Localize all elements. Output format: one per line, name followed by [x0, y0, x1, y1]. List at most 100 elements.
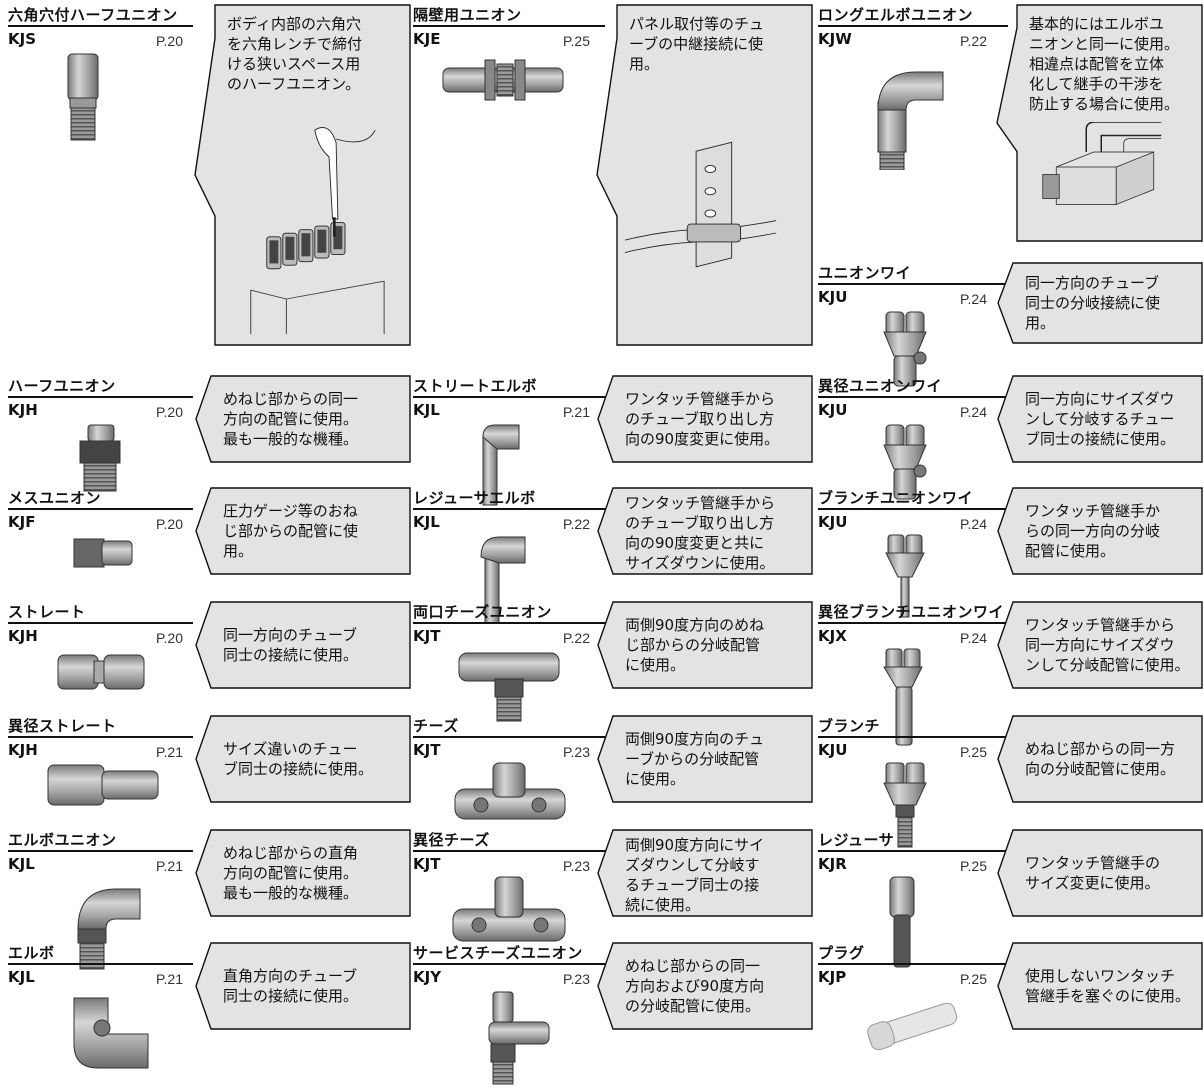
page-reference-link[interactable]: P.22 [563, 516, 590, 532]
product-code: KJL [8, 968, 35, 986]
title-rule [413, 622, 605, 624]
page-reference-link[interactable]: P.21 [156, 971, 183, 987]
product-image [838, 988, 978, 1072]
usage-illustration [1025, 121, 1185, 216]
product-code: KJH [8, 741, 38, 759]
product-title: 異径ユニオンワイ [818, 377, 943, 395]
description-text: 同一方向のチューブ同士の分岐接続に使用。 [1025, 273, 1160, 333]
description-line: ーブからの分岐配管 [625, 750, 760, 768]
page-reference-link[interactable]: P.24 [960, 516, 987, 532]
description-line: ニオンと同一に使用。 [1029, 35, 1180, 53]
description-callout: ワンタッチ管継手からのチューブ取り出し方向の90度変更に使用。 [595, 375, 814, 467]
product-code: KJR [818, 855, 847, 873]
title-rule [8, 396, 193, 398]
product-image [838, 533, 978, 625]
product-code: KJY [413, 968, 442, 986]
description-text: 両側90度方向のチューブからの分岐配管に使用。 [625, 729, 764, 789]
page-reference-link[interactable]: P.23 [563, 858, 590, 874]
description-text: 使用しないワンタッチ管継手を塞ぐのに使用。 [1025, 966, 1190, 1006]
description-text: めねじ部からの同一方向の分岐配管に使用。 [1025, 739, 1175, 779]
description-line: ワンタッチ管継手か [1025, 502, 1161, 520]
title-rule [8, 25, 193, 27]
description-line: めねじ部からの同一 [625, 957, 761, 975]
product-title: 隔壁用ユニオン [413, 6, 522, 24]
page-reference-link[interactable]: P.23 [563, 744, 590, 760]
page-reference-link[interactable]: P.20 [156, 33, 183, 49]
product-image [28, 50, 168, 154]
title-rule [8, 622, 193, 624]
description-text: サイズ違いのチューブ同士の接続に使用。 [223, 739, 373, 779]
product-code: KJL [413, 401, 440, 419]
page-reference-link[interactable]: P.20 [156, 630, 183, 646]
page-reference-link[interactable]: P.20 [156, 516, 183, 532]
page-reference-link[interactable]: P.21 [156, 858, 183, 874]
page-reference-link[interactable]: P.24 [960, 291, 987, 307]
description-line: 同一方向のチューブ [223, 626, 358, 644]
product-image [28, 875, 168, 977]
title-rule [818, 508, 1008, 510]
product-code: KJS [8, 30, 37, 48]
title-rule [413, 963, 605, 965]
description-line: 同一方向にサイズダウ [1025, 390, 1175, 408]
product-image [433, 533, 573, 629]
product-title: ストリートエルボ [413, 377, 538, 395]
page-reference-link[interactable]: P.25 [960, 971, 987, 987]
description-line: 向の90度変更に使用。 [625, 430, 780, 448]
title-rule [818, 736, 1008, 738]
product-code: KJF [8, 513, 36, 531]
page-reference-link[interactable]: P.21 [563, 404, 590, 420]
product-image [28, 988, 168, 1076]
description-text: 同一方向のチューブ同士の接続に使用。 [223, 625, 358, 665]
page-reference-link[interactable]: P.21 [156, 744, 183, 760]
description-line: サイズダウンに使用。 [625, 554, 775, 572]
description-line: ンして分岐するチュー [1025, 410, 1175, 428]
description-callout: 同一方向のチューブ同士の分岐接続に使用。 [995, 262, 1204, 348]
product-image [28, 421, 168, 499]
description-callout: ワンタッチ管継手からの同一方向の分岐配管に使用。 [995, 487, 1204, 579]
description-line: 化して継手の干渉を [1029, 75, 1164, 93]
page-reference-link[interactable]: P.22 [960, 33, 987, 49]
description-callout: 両側90度方向のチューブからの分岐配管に使用。 [595, 715, 814, 807]
description-line: めねじ部からの同一方 [1025, 740, 1176, 758]
page-reference-link[interactable]: P.25 [960, 744, 987, 760]
description-line: 同士の分岐接続に使 [1025, 294, 1161, 312]
description-text: 同一方向にサイズダウンして分岐するチューブ同士の接続に使用。 [1025, 389, 1175, 449]
description-line: じ部からの分岐配管 [625, 636, 761, 654]
product-code: KJU [818, 513, 848, 531]
page-reference-link[interactable]: P.24 [960, 630, 987, 646]
product-code: KJL [8, 855, 35, 873]
description-line: ワンタッチ管継手の [1025, 854, 1161, 872]
title-rule [818, 283, 1008, 285]
description-line: に使用。 [625, 656, 686, 674]
page-reference-link[interactable]: P.25 [960, 858, 987, 874]
product-code: KJU [818, 288, 848, 306]
description-callout: ワンタッチ管継手からのチューブ取り出し方向の90度変更と共にサイズダウンに使用。 [595, 487, 814, 579]
page-reference-link[interactable]: P.20 [156, 404, 183, 420]
page-reference-link[interactable]: P.23 [563, 971, 590, 987]
product-image [433, 761, 573, 827]
title-rule [413, 396, 605, 398]
description-line: ーブの中継接続に使 [629, 35, 764, 53]
product-title: プラグ [818, 944, 865, 962]
page-reference-link[interactable]: P.25 [563, 33, 590, 49]
usage-illustration [233, 104, 393, 415]
product-image [838, 50, 978, 174]
description-text: ワンタッチ管継手からのチューブ取り出し方向の90度変更と共にサイズダウンに使用。 [625, 493, 775, 573]
description-line: ワンタッチ管継手から [625, 390, 776, 408]
product-image [28, 647, 168, 699]
description-line: 防止する場合に使用。 [1029, 95, 1180, 113]
description-line: 方向の配管に使用。 [223, 864, 359, 882]
product-code: KJT [413, 627, 441, 645]
product-title: エルボユニオン [8, 831, 117, 849]
page-reference-link[interactable]: P.24 [960, 404, 987, 420]
description-line: 用。 [629, 55, 660, 73]
description-line: めねじ部からの同一 [223, 390, 359, 408]
description-line: の分岐配管に使用。 [625, 997, 761, 1015]
product-image [433, 875, 573, 951]
product-code: KJT [413, 741, 441, 759]
product-code: KJH [8, 401, 38, 419]
product-title: 六角穴付ハーフユニオン [8, 6, 178, 24]
description-callout: めねじ部からの直角方向の配管に使用。最も一般的な機種。 [193, 829, 412, 921]
page-reference-link[interactable]: P.22 [563, 630, 590, 646]
product-title: ロングエルボユニオン [818, 6, 974, 24]
